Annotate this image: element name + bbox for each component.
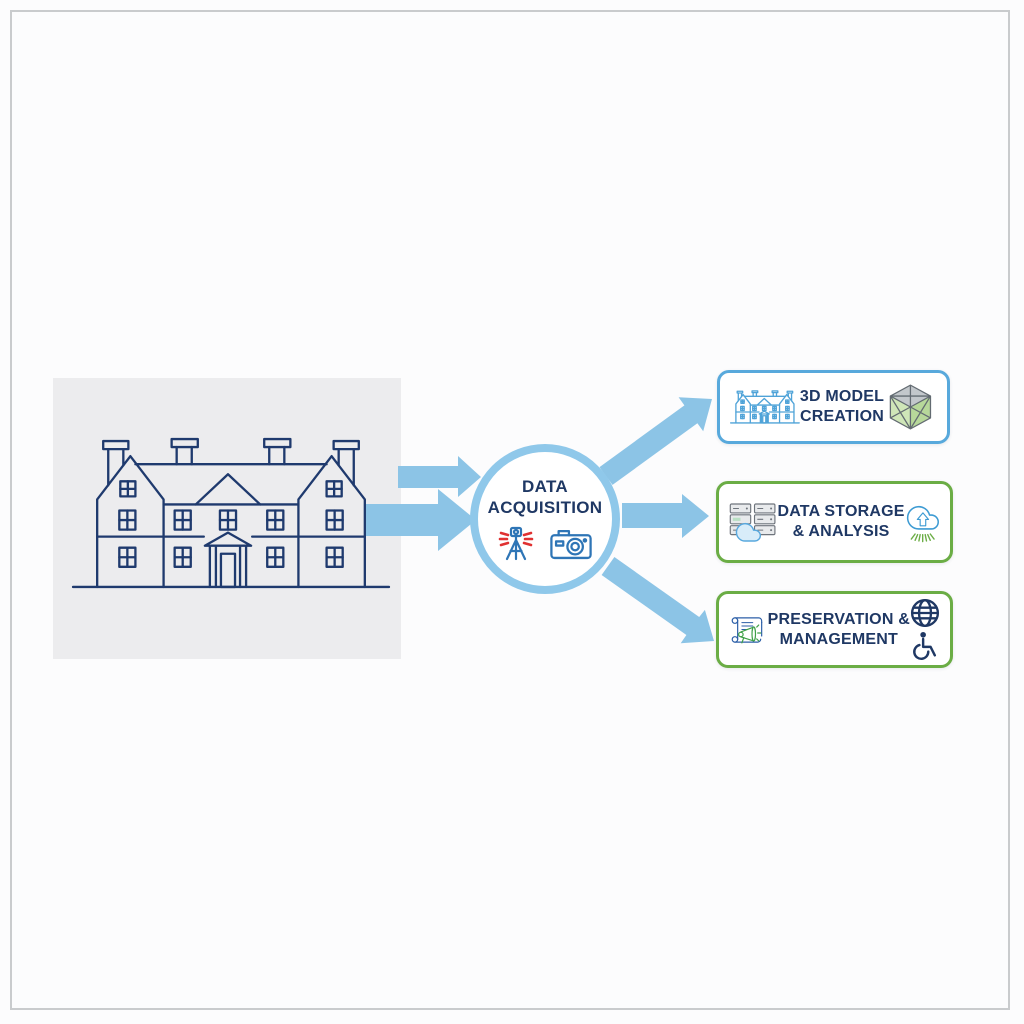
- accessibility-icon: [913, 631, 937, 660]
- heritage-building-illustration: [71, 437, 391, 589]
- hub-title-line2: ACQUISITION: [487, 497, 603, 517]
- building-wireframe-icon: [730, 390, 800, 424]
- output-label-preservation: PRESERVATION & MANAGEMENT: [767, 610, 910, 648]
- page-border-frame: [10, 10, 1010, 1010]
- output-box-preservation: PRESERVATION & MANAGEMENT: [716, 591, 953, 668]
- cloud-upload-icon: [906, 505, 939, 543]
- mesh-cube-icon: [889, 384, 932, 430]
- output-box-data-storage: DATA STORAGE & ANALYSIS: [716, 481, 953, 563]
- hub-title: DATA ACQUISITION: [488, 476, 603, 518]
- scroll-megaphone-icon: [731, 616, 763, 643]
- building-backdrop: [53, 378, 401, 659]
- globe-icon: [910, 598, 940, 628]
- output-label-3d-model: 3D MODEL CREATION: [799, 388, 885, 425]
- server-rack-cloud-icon: [729, 502, 776, 542]
- data-acquisition-node: DATA ACQUISITION: [470, 444, 620, 594]
- camera-icon: [550, 529, 592, 560]
- output-box-3d-model: 3D MODEL CREATION: [717, 370, 950, 444]
- laser-scanner-icon: [498, 526, 534, 560]
- hub-title-line1: DATA: [522, 476, 568, 496]
- output-label-data-storage: DATA STORAGE & ANALYSIS: [777, 503, 905, 540]
